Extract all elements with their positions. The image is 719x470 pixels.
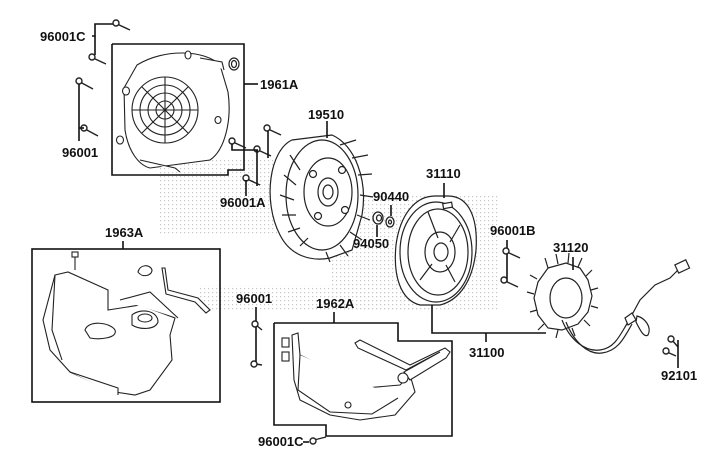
part-label-92101[interactable]: 92101: [661, 368, 706, 387]
part-label-94050[interactable]: 94050: [353, 236, 400, 256]
part-number: 1962A: [316, 296, 355, 311]
part-label-96001B[interactable]: 96001B: [490, 223, 536, 243]
part-number: 96001C: [40, 29, 86, 44]
part-number: 1961A: [260, 77, 299, 92]
part-number: 96001A: [220, 195, 266, 210]
part-number: 96001: [236, 291, 273, 306]
part-number: 96001: [62, 145, 99, 160]
part-number: 19510: [308, 107, 345, 122]
part-number: 92101: [661, 368, 698, 383]
part-label-1961A[interactable]: 1961A: [260, 77, 308, 96]
part-label-96001-mid[interactable]: 96001: [235, 290, 279, 310]
part-number: 94050: [353, 236, 390, 251]
part-label-31100[interactable]: 31100: [469, 345, 515, 365]
magneto-rotor: [394, 195, 477, 306]
part-number: 90440: [373, 189, 410, 204]
part-label-96001C-bottom[interactable]: 96001C: [258, 434, 304, 454]
fan-cover-group-box: [111, 43, 258, 176]
bolt-icon: [500, 247, 521, 288]
part-label-1963A[interactable]: 1963A: [104, 224, 148, 244]
bolt-96001-left-leader: [78, 84, 84, 141]
cover-1963A-box: [31, 241, 221, 403]
bolt-96001C-top-leader: [92, 23, 115, 55]
flywheel-fan: [269, 134, 374, 263]
nut-washer-leaders: [376, 205, 392, 237]
part-label-90440[interactable]: 90440: [372, 189, 417, 208]
nut-and-washer: [372, 211, 395, 228]
stator: [526, 252, 691, 354]
part-label-19510[interactable]: 19510: [308, 107, 356, 126]
part-label-96001-left[interactable]: 96001: [62, 145, 107, 166]
bolt-icon: [309, 436, 327, 445]
rubber-grommet: [228, 57, 240, 71]
cover-1962A-box: [273, 312, 453, 437]
bolt-96001A-leader: [231, 131, 269, 196]
part-number: 31120: [553, 240, 589, 255]
bolt-icon: [250, 320, 263, 368]
fan-cover-shroud: [115, 50, 230, 173]
bolt-icon: [228, 124, 282, 186]
part-label-31120[interactable]: 31120: [553, 240, 600, 260]
engine-shroud: [42, 251, 211, 396]
bolt-icon: [662, 335, 679, 357]
lower-cover: [281, 332, 451, 421]
part-number: 96001B: [490, 223, 536, 238]
part-number: 31100: [469, 345, 505, 360]
assembly-31100-leader: [431, 305, 546, 342]
bolt-icon: [75, 19, 131, 137]
part-number: 31110: [426, 166, 461, 181]
part-label-96001A[interactable]: 96001A: [220, 195, 268, 215]
part-number: 96001C: [258, 434, 304, 449]
part-label-31110[interactable]: 31110: [426, 166, 475, 186]
part-label-96001C-top[interactable]: 96001C: [40, 28, 94, 49]
part-label-1962A[interactable]: 1962A: [316, 296, 362, 315]
part-number: 1963A: [105, 225, 144, 240]
